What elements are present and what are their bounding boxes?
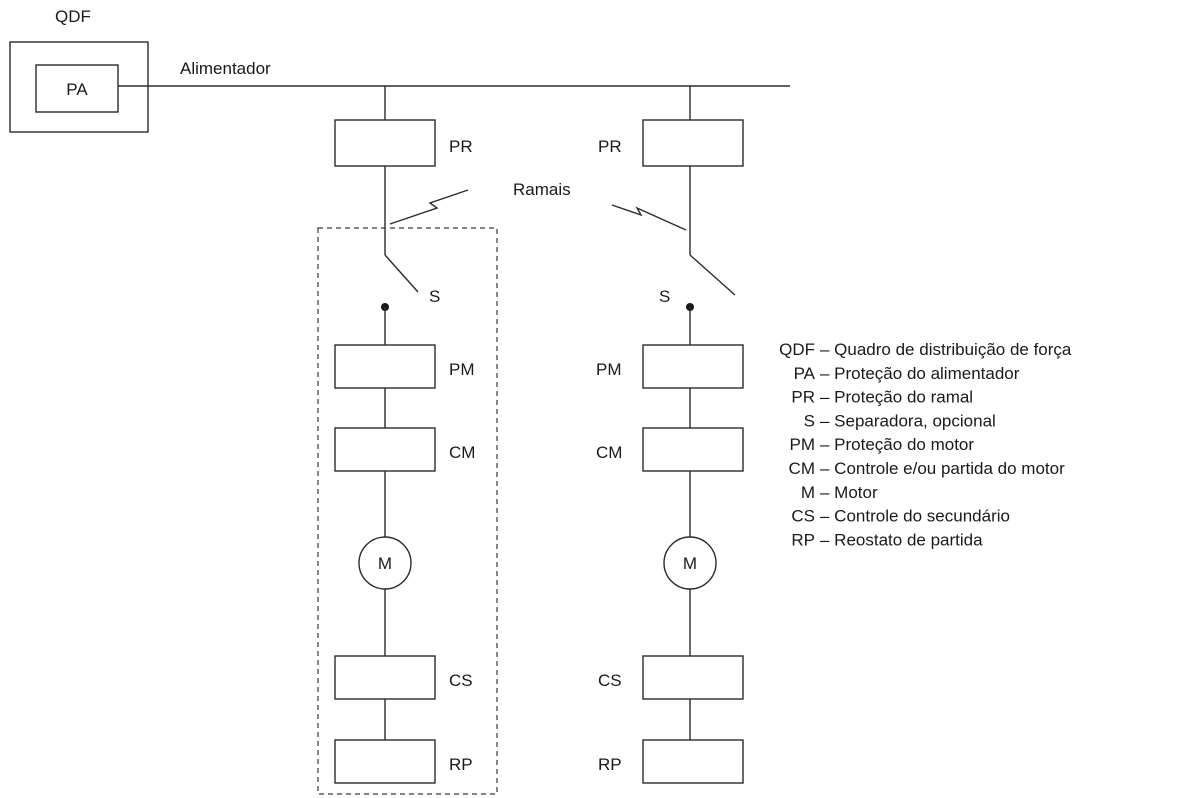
legend-description: – Motor [820, 483, 878, 502]
left-s-label: S [429, 287, 440, 306]
pa-box [35, 64, 119, 113]
legend-abbr: S [804, 411, 815, 430]
right-pr-label: PR [598, 137, 622, 156]
legend-abbr: RP [791, 530, 815, 549]
left-pm-box [334, 344, 436, 389]
left-motor-enclosure [317, 227, 498, 795]
right-rp-box [642, 739, 744, 784]
right-s-label: S [659, 287, 670, 306]
left-cs-label: CS [449, 671, 473, 690]
left-break-mark [389, 189, 469, 225]
right-pm-box [642, 344, 744, 389]
legend-abbr: CM [789, 459, 815, 478]
legend-description: – Reostato de partida [820, 530, 983, 549]
right-cs-box [642, 655, 744, 700]
legend-abbr: PR [791, 388, 815, 407]
feeder-label: Alimentador [180, 59, 271, 78]
qdf-title: QDF [55, 7, 91, 26]
left-cm-box [334, 427, 436, 472]
legend-description: – Separadora, opcional [820, 411, 996, 430]
left-rp-label: RP [449, 755, 473, 774]
left-pr-box [334, 119, 436, 167]
left-switch-blade [384, 254, 419, 293]
legend-abbr: CS [791, 507, 815, 526]
left-cm-label: CM [449, 443, 475, 462]
branches-label: Ramais [513, 180, 571, 199]
legend-description: – Controle do secundário [820, 507, 1010, 526]
legend-description: – Proteção do alimentador [820, 364, 1020, 383]
right-motor-label: M [683, 554, 697, 573]
right-switch-blade [689, 254, 736, 296]
legend-abbr: PA [794, 364, 816, 383]
right-cs-label: CS [598, 671, 622, 690]
legend-description: – Proteção do motor [820, 435, 974, 454]
legend-abbr: QDF [779, 340, 815, 359]
legend-abbr: M [801, 483, 815, 502]
left-rp-box [334, 739, 436, 784]
legend-description: – Quadro de distribuição de força [820, 340, 1072, 359]
left-pm-label: PM [449, 360, 475, 379]
legend-abbr: PM [790, 435, 816, 454]
left-motor-label: M [378, 554, 392, 573]
right-cm-label: CM [596, 443, 622, 462]
right-break-mark [611, 204, 687, 231]
right-rp-label: RP [598, 755, 622, 774]
right-pr-box [642, 119, 744, 167]
legend-description: – Controle e/ou partida do motor [820, 459, 1065, 478]
left-cs-box [334, 655, 436, 700]
left-pr-label: PR [449, 137, 473, 156]
legend-description: – Proteção do ramal [820, 388, 973, 407]
right-pm-label: PM [596, 360, 622, 379]
legend: QDF– Quadro de distribuição de forçaPA– … [779, 340, 1072, 549]
pa-box-label: PA [66, 80, 88, 99]
right-cm-box [642, 427, 744, 472]
